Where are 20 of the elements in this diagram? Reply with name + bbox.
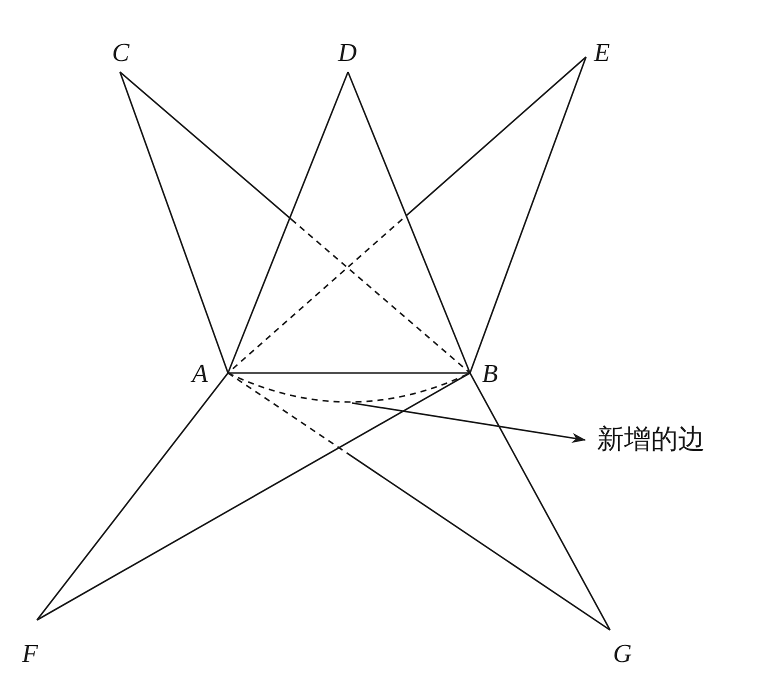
point-label: G: [613, 641, 632, 667]
point-label: E: [594, 40, 610, 66]
line-segment: [228, 372, 470, 374]
point-label: C: [112, 40, 130, 66]
leader-arrow: [352, 402, 586, 443]
annotation-text: 新增的边: [597, 426, 705, 453]
point-label: F: [22, 641, 38, 667]
line-segment: [36, 372, 470, 621]
line-segment: [119, 72, 229, 374]
line-segment: [469, 372, 611, 630]
line-segment: [36, 372, 229, 620]
dashed-line: [119, 71, 471, 374]
line-segment: [469, 56, 587, 374]
point-label: A: [192, 361, 208, 387]
dashed-line: [228, 372, 610, 631]
dashed-line: [227, 56, 587, 374]
point-label: D: [338, 40, 357, 66]
line-segment: [227, 72, 349, 374]
point-label: B: [482, 361, 498, 387]
line-segment: [347, 72, 471, 374]
